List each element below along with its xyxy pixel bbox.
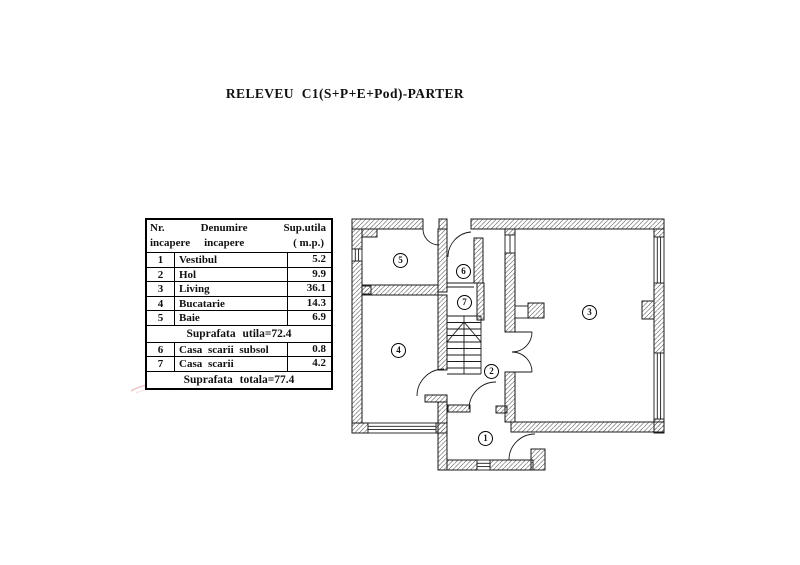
cell-name: Casa scarii xyxy=(175,357,288,371)
windows xyxy=(351,234,665,471)
header-sup-line2: ( m.p.) xyxy=(293,237,324,249)
wall-segment xyxy=(473,237,484,284)
wall-segment xyxy=(447,404,471,413)
door-arc xyxy=(447,231,472,258)
room-label-2: 2 xyxy=(484,364,499,379)
wall-segment xyxy=(510,421,665,433)
window xyxy=(367,422,437,434)
door-arc xyxy=(508,433,536,461)
area-table: Nr. Denumire Sup.utila incapere incapere… xyxy=(145,218,333,390)
header-sup-line1: Sup.utila xyxy=(283,222,327,234)
wall-segment xyxy=(489,459,534,471)
header-nr-line2: incapere xyxy=(150,237,191,249)
wall-segment xyxy=(351,422,369,434)
cell-nr: 3 xyxy=(147,282,175,296)
cell-area: 4.2 xyxy=(312,357,326,370)
subtotal-row: Suprafata utila=72.4 xyxy=(147,324,331,342)
wall-segment xyxy=(504,252,516,333)
window xyxy=(653,236,665,284)
stair-winder xyxy=(446,321,465,343)
wall-segment xyxy=(424,394,448,403)
room-label-1: 1 xyxy=(478,431,493,446)
cell-name: Bucatarie xyxy=(175,296,288,310)
window xyxy=(351,248,363,262)
door-arc xyxy=(511,351,533,373)
cell-name: Living xyxy=(175,282,288,296)
wall-segment xyxy=(437,294,448,371)
cell-area: 0.8 xyxy=(312,342,326,355)
window xyxy=(653,352,665,420)
cell-area: 14.3 xyxy=(306,296,326,309)
wall-segment xyxy=(351,228,363,250)
cell-area: 6.9 xyxy=(312,311,326,324)
header-den-line2: incapere xyxy=(204,237,245,249)
cell-nr: 7 xyxy=(147,357,175,371)
wall-segment xyxy=(476,282,485,321)
table-row: 1 Vestibul 5.2 xyxy=(147,252,331,267)
wall-segment xyxy=(361,284,439,296)
table-row: 7 Casa scarii 4.2 xyxy=(147,356,331,371)
wall-segment xyxy=(351,218,424,230)
window xyxy=(476,459,491,471)
cell-nr: 1 xyxy=(147,253,175,267)
table-row: 5 Baie 6.9 xyxy=(147,310,331,325)
cell-name: Casa scarii subsol xyxy=(175,342,288,356)
door-arc xyxy=(468,381,497,410)
wall-segment xyxy=(504,371,516,423)
header-nr-line1: Nr. xyxy=(150,222,165,234)
pilaster xyxy=(527,302,545,319)
table-row: 2 Hol 9.9 xyxy=(147,266,331,281)
wall-segment xyxy=(361,228,378,238)
door-arc xyxy=(511,331,533,353)
stair-winder xyxy=(463,321,482,343)
total-row: Suprafata totala=77.4 xyxy=(147,370,331,388)
doors xyxy=(416,228,536,461)
door-arc xyxy=(416,368,445,397)
pilaster xyxy=(641,300,655,320)
cell-nr: 4 xyxy=(147,296,175,310)
wall-segment xyxy=(504,228,516,236)
header-den-line1: Denumire xyxy=(200,222,248,234)
cell-name: Hol xyxy=(175,267,288,281)
cell-name: Vestibul xyxy=(175,253,288,267)
wall-segment xyxy=(437,401,448,471)
staircase xyxy=(446,282,482,375)
pilaster-cap xyxy=(514,305,529,319)
cell-area: 5.2 xyxy=(312,253,326,266)
wall-segment xyxy=(438,218,448,230)
wall-segment xyxy=(446,459,478,471)
table-row: 6 Casa scarii subsol 0.8 xyxy=(147,341,331,356)
room-label-6: 6 xyxy=(456,264,471,279)
cell-nr: 5 xyxy=(147,311,175,325)
cell-area: 36.1 xyxy=(306,282,326,295)
cell-nr: 2 xyxy=(147,267,175,281)
wall-segment xyxy=(530,448,546,471)
table-row: 4 Bucatarie 14.3 xyxy=(147,295,331,310)
table-row: 3 Living 36.1 xyxy=(147,281,331,296)
cell-area: 9.9 xyxy=(312,267,326,280)
room-label-5: 5 xyxy=(393,253,408,268)
table-header: Nr. Denumire Sup.utila incapere incapere… xyxy=(147,220,331,252)
wall-segment xyxy=(653,282,665,354)
door-arc xyxy=(422,228,440,246)
drawing-title: RELEVEU C1(S+P+E+Pod)-PARTER xyxy=(225,86,465,101)
cell-nr: 6 xyxy=(147,342,175,356)
wall-segment xyxy=(470,218,665,230)
room-label-3: 3 xyxy=(582,305,597,320)
cell-name: Baie xyxy=(175,311,288,325)
wall-segment xyxy=(437,228,448,293)
wall-segment xyxy=(351,260,363,424)
room-label-7: 7 xyxy=(457,295,472,310)
wall-segment xyxy=(653,228,665,238)
room-label-4: 4 xyxy=(391,343,406,358)
